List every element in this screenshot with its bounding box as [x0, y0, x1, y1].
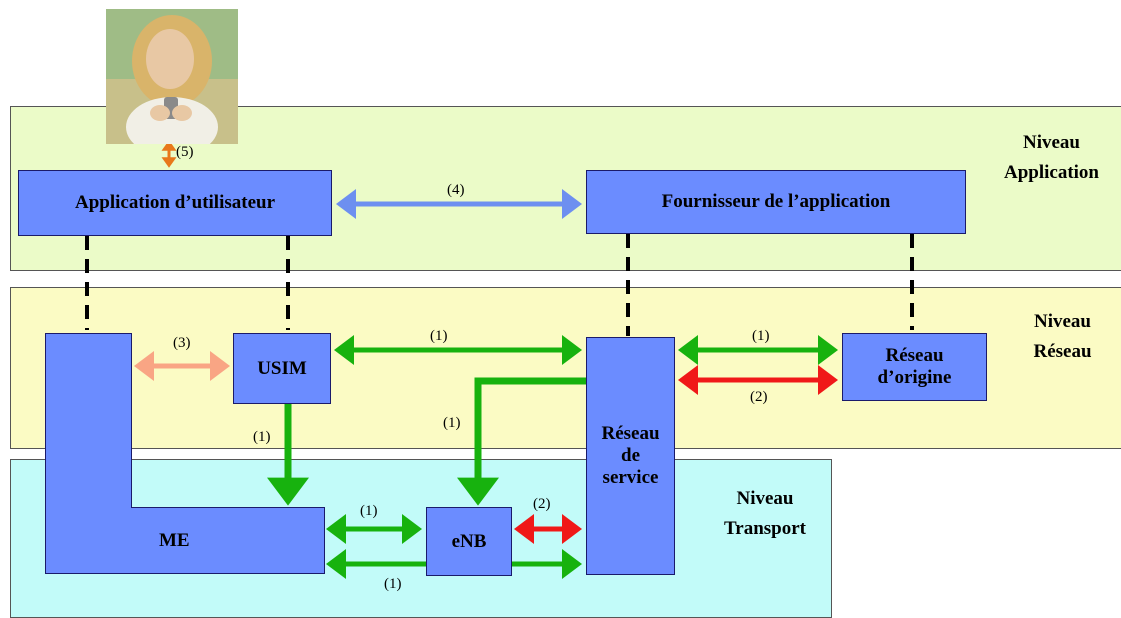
user-application-box: Application d’utilisateur — [18, 170, 332, 236]
link-label-serving-home-2: (2) — [750, 389, 768, 405]
application-provider-box: Fournisseur de l’application — [586, 170, 966, 234]
transport-level-label: Niveau Transport — [724, 488, 806, 540]
enb-box: eNB — [426, 507, 512, 576]
link-label-serving-enb: (1) — [443, 415, 461, 431]
link-label-me-enb: (1) — [360, 503, 378, 519]
me-vertical-box — [45, 333, 132, 574]
link-label-4: (4) — [447, 182, 465, 198]
link-label-5: (5) — [176, 144, 194, 160]
link-label-enb-serving: (2) — [533, 496, 551, 512]
me-box: ME — [131, 507, 325, 574]
link-label-usim-me: (1) — [253, 429, 271, 445]
home-network-box: Réseau d’origine — [842, 333, 987, 401]
link-label-3: (3) — [173, 335, 191, 351]
application-level-label: Niveau Application — [1003, 132, 1100, 184]
reseau-level-label: Niveau Réseau — [1033, 311, 1092, 363]
user-photo — [106, 9, 238, 144]
arrow-serving-enb — [457, 377, 586, 506]
link-label-serving-home-1: (1) — [752, 328, 770, 344]
link-label-me-serving: (1) — [384, 576, 402, 592]
usim-box: USIM — [233, 333, 331, 404]
serving-network-box: Réseau de service — [586, 337, 675, 575]
link-label-usim-serving: (1) — [430, 328, 448, 344]
